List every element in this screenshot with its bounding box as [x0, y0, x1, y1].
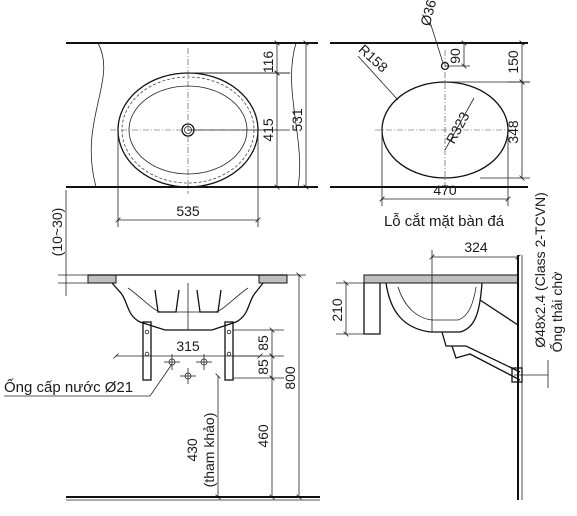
- basin-section-outline: [111, 282, 264, 331]
- dim-radius-158: R158: [356, 41, 392, 75]
- side-counter-slab: [363, 274, 519, 284]
- water-supply-label: Ống cấp nước Ø21: [4, 378, 133, 396]
- side-basin-inner: [397, 286, 477, 321]
- left-bracket: [142, 321, 152, 381]
- dim-430: 430: [184, 438, 200, 462]
- dim-460: 460: [255, 424, 271, 448]
- dim-210: 210: [329, 298, 345, 322]
- apron: [363, 283, 381, 335]
- side-section: 324 210 Ø48x2.4 (Class 2-TCVN) Ống thải …: [329, 192, 565, 500]
- counter-break-right: [291, 42, 301, 188]
- water-supply-points: [164, 354, 212, 384]
- support-bracket: [479, 299, 519, 326]
- top-view: 535 116 415 531: [66, 40, 318, 227]
- dim-348: 348: [505, 120, 521, 144]
- counter-slab-left: [87, 274, 117, 284]
- cutout-caption: Lỗ cắt mặt bàn đá: [384, 213, 505, 230]
- side-basin-outline: [385, 282, 483, 333]
- dim-324: 324: [464, 239, 488, 255]
- dim-85-bottom: 85: [255, 359, 271, 375]
- dim-150: 150: [505, 50, 521, 74]
- front-section: (10~30) 315 85 85 460 800 430 (tham khảo…: [4, 190, 320, 501]
- dim-116: 116: [260, 51, 276, 74]
- dim-800: 800: [282, 366, 298, 390]
- dim-radius-323: R323: [443, 109, 473, 146]
- dim-diameter-36: Ø36: [417, 0, 439, 28]
- counter-slab-right: [258, 274, 288, 284]
- drain-label: Ống thải chờ: [548, 272, 565, 353]
- dim-531: 531: [289, 108, 305, 132]
- dim-thickness: (10~30): [49, 208, 65, 257]
- dim-430-note: (tham khảo): [201, 413, 217, 488]
- dim-90: 90: [447, 48, 463, 64]
- drain-spec: Ø48x2.4 (Class 2-TCVN): [532, 192, 548, 348]
- counter-break-left: [90, 42, 105, 188]
- dim-85-top: 85: [255, 335, 271, 351]
- dim-470: 470: [433, 182, 457, 198]
- dim-535: 535: [176, 203, 200, 219]
- dim-315: 315: [176, 338, 200, 354]
- drain-trap: [441, 331, 521, 373]
- dim-415: 415: [260, 118, 276, 142]
- cutout-view: Ø36 90 150 R158 R323 348 470 Lỗ cắt mặt …: [330, 0, 530, 230]
- right-bracket: [224, 321, 234, 381]
